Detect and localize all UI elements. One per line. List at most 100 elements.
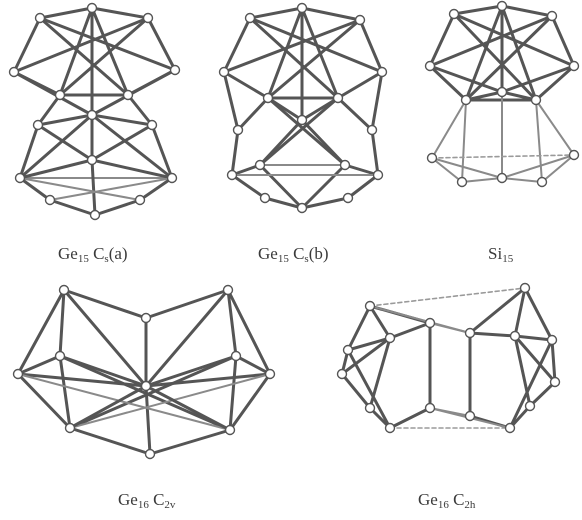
atom-bond [550, 338, 557, 384]
caption-ge16-c2h: Ge16 C2h [418, 490, 476, 511]
atom-node [224, 424, 236, 436]
atom-node [296, 202, 308, 214]
atom-bond [501, 177, 543, 183]
atom-bond [541, 154, 575, 183]
atom-node [364, 300, 376, 312]
atom-node [14, 172, 26, 184]
atom-bond [18, 176, 52, 202]
bonds [222, 6, 384, 210]
atom-bond [146, 16, 177, 72]
atom-node [364, 402, 376, 414]
atom-bond [228, 372, 272, 432]
atom-node [384, 422, 396, 434]
atom-node [86, 109, 98, 121]
atom-bond [468, 331, 517, 338]
atom-node [464, 327, 476, 339]
atom-bond [12, 16, 150, 74]
atom-bond [452, 4, 504, 16]
atom-bond [263, 196, 304, 210]
atom-bond [461, 177, 503, 183]
atom-bond [368, 304, 392, 340]
atom-node [86, 154, 98, 166]
atom-node [366, 124, 378, 136]
atom-node [456, 176, 468, 188]
bonds [428, 4, 576, 183]
atom-node [460, 94, 472, 106]
atom-bond [90, 158, 97, 217]
atom-bond [18, 123, 40, 180]
atom-node [58, 284, 70, 296]
atom-bond [428, 12, 456, 68]
structure-ge16-c2h [336, 282, 561, 434]
atom-node [140, 312, 152, 324]
atom-bond [144, 384, 152, 456]
atom-bond [62, 288, 148, 388]
atom-bond [36, 123, 94, 162]
atom-bond [500, 64, 576, 94]
atom-bond [300, 6, 340, 100]
atom-node [54, 89, 66, 101]
atom-node [230, 350, 242, 362]
atom-node [44, 194, 56, 206]
atom-bond [93, 198, 142, 217]
atom-node [12, 368, 24, 380]
atom-bond [535, 99, 543, 183]
atom-bond [431, 157, 463, 183]
atom-node [264, 368, 276, 380]
atom-node [336, 368, 348, 380]
atom-bond [258, 163, 304, 210]
atom-bond [358, 18, 384, 74]
atom-bond [464, 14, 554, 102]
atom-bond [228, 354, 238, 432]
atom-node [496, 86, 508, 98]
atom-node [424, 317, 436, 329]
atom-bond [300, 196, 350, 210]
atom-node [89, 209, 101, 221]
structure-ge15-cs-b [218, 2, 388, 214]
atom-bond [58, 6, 94, 97]
atom-node [134, 194, 146, 206]
atom-bond [16, 372, 72, 430]
atom-bond [69, 373, 271, 429]
atom-node [32, 119, 44, 131]
atom-bond [266, 6, 304, 100]
atom-bond [428, 64, 468, 102]
atom-bond [90, 158, 174, 180]
atom-bond [248, 16, 384, 74]
atom-bond [528, 380, 557, 408]
atom-bond [36, 93, 62, 127]
atom-bond [248, 16, 340, 100]
atom-bond [18, 158, 94, 180]
atom-bond [144, 288, 230, 388]
atom-node [354, 14, 366, 26]
atom-bond [16, 354, 62, 376]
atom-node [64, 422, 76, 434]
atom-bond [468, 286, 527, 335]
atom-node [448, 8, 460, 20]
atom-node [146, 119, 158, 131]
atom-bond [500, 4, 554, 18]
atom-node [424, 60, 436, 72]
atom-node [342, 192, 354, 204]
atom-bond [68, 354, 238, 430]
atom-node [424, 402, 436, 414]
atom-bond [452, 12, 576, 68]
atom-bond [49, 177, 173, 201]
atom-node [536, 176, 548, 188]
atom-node [332, 92, 344, 104]
atom-bond [428, 14, 554, 68]
atom-node [376, 66, 388, 78]
atom-node [34, 12, 46, 24]
atom-bond [534, 64, 576, 102]
atom-bond [431, 99, 467, 159]
atom-bond [58, 16, 150, 97]
structure-ge16-c2v [12, 284, 276, 460]
atom-bond [501, 154, 575, 179]
atom-bond [388, 321, 432, 340]
atom-bond [258, 96, 340, 167]
caption-ge16-c2v: Ge16 C2v [118, 490, 176, 511]
atom-node [339, 159, 351, 171]
atom-bond [58, 288, 66, 358]
atom-node [496, 172, 508, 184]
